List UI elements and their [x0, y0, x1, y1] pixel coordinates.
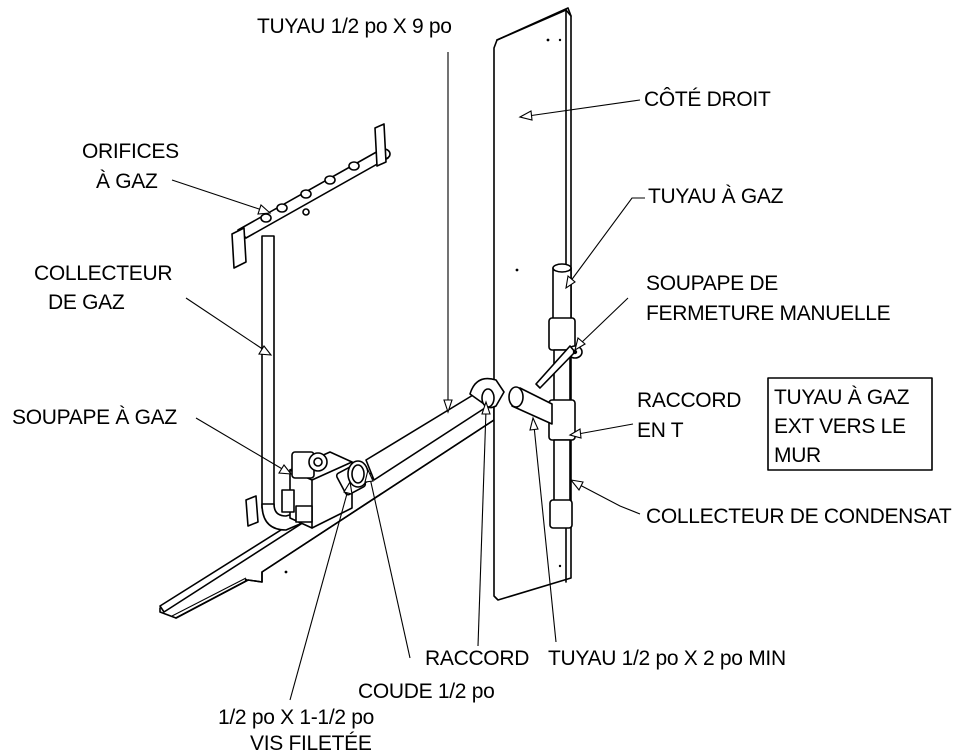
label-cote-droit: CÔTÉ DROIT	[644, 88, 771, 111]
label-soupape-fermeture-1: SOUPAPE DE	[646, 272, 778, 295]
manual-shutoff-valve	[535, 345, 583, 389]
label-soupape-gaz: SOUPAPE À GAZ	[12, 406, 177, 429]
label-collecteur-1: COLLECTEUR	[34, 262, 172, 285]
label-vis-2: VIS FILETÉE	[250, 732, 372, 755]
label-collecteur-2: DE GAZ	[48, 291, 125, 314]
label-tuyau-2po: TUYAU 1/2 po X 2 po MIN	[548, 647, 786, 670]
label-ext-1: TUYAU À GAZ	[774, 386, 910, 409]
gas-manifold	[231, 123, 391, 531]
ext-note-box	[767, 377, 933, 471]
label-raccord: RACCORD	[425, 647, 529, 670]
tee-stub	[508, 386, 553, 425]
label-tuyau-9po: TUYAU 1/2 po X 9 po	[257, 15, 452, 38]
label-collecteur-condensat: COLLECTEUR DE CONDENSAT	[646, 505, 952, 528]
label-orifices-2: À GAZ	[96, 170, 158, 193]
label-raccord-t-1: RACCORD	[637, 389, 741, 412]
label-tuyau-gaz: TUYAU À GAZ	[648, 185, 784, 208]
label-raccord-t-2: EN T	[637, 419, 684, 442]
leader-lines	[171, 52, 645, 701]
label-orifices-1: ORIFICES	[82, 140, 179, 163]
label-soupape-fermeture-2: FERMETURE MANUELLE	[646, 302, 891, 325]
label-coude: COUDE 1/2 po	[358, 680, 494, 703]
gas-valve-body	[281, 451, 353, 529]
diagram-labels: TUYAU 1/2 po X 9 po CÔTÉ DROIT ORIFICES …	[12, 15, 952, 755]
horizontal-pipe	[335, 377, 505, 496]
label-ext-2: EXT VERS LE	[774, 415, 906, 438]
label-ext-3: MUR	[774, 444, 821, 467]
label-vis-1: 1/2 po X 1-1/2 po	[218, 706, 374, 729]
